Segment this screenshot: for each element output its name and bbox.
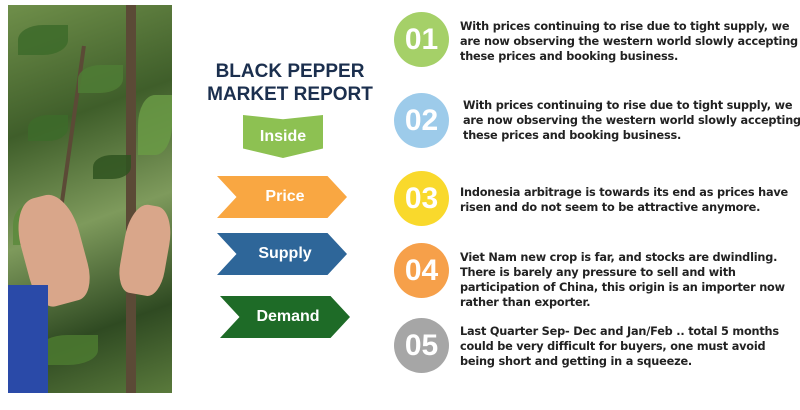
inside-banner: Inside — [243, 115, 323, 158]
point-text: With prices continuing to rise due to ti… — [463, 99, 800, 142]
pepper-plant-photo — [8, 5, 172, 393]
number-badge: 05 — [394, 318, 449, 373]
point-text: Viet Nam new crop is far, and stocks are… — [460, 251, 785, 309]
section-supply: Supply — [217, 233, 347, 275]
number-badge: 01 — [394, 12, 449, 67]
title-line-1: BLACK PEPPER — [215, 61, 365, 82]
section-price: Price — [217, 176, 347, 218]
number-badge: 02 — [394, 93, 449, 148]
point-text: Last Quarter Sep- Dec and Jan/Feb .. tot… — [460, 325, 779, 368]
point-text: Indonesia arbitrage is towards its end a… — [460, 186, 789, 214]
number-badge: 03 — [394, 171, 449, 226]
point-text: With prices continuing to rise due to ti… — [460, 20, 798, 63]
section-demand: Demand — [220, 296, 350, 338]
report-title: BLACK PEPPER MARKET REPORT — [190, 60, 390, 106]
number-badge: 04 — [394, 243, 449, 298]
title-line-2: MARKET REPORT — [207, 84, 373, 105]
